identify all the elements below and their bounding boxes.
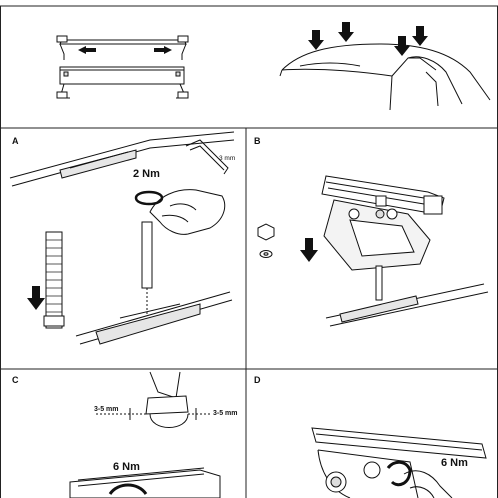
panel-d-illustration (311, 427, 487, 498)
panel-d-torque-label: 6 Nm (441, 457, 468, 469)
panel-b-down-arrow (300, 238, 318, 262)
panel-c-illustration (69, 371, 221, 498)
panel-d-letter: D (254, 375, 261, 385)
gap-right-label: 3-5 mm (213, 410, 238, 417)
hex-key-size-label: 3 mm (219, 155, 236, 162)
gap-left-label: 3-5 mm (94, 406, 119, 413)
car-roof-illustration (279, 43, 491, 111)
panel-c-letter: C (12, 375, 19, 385)
panel-a-illustration (9, 131, 235, 345)
slide-arrows (78, 46, 172, 54)
panel-a-down-arrow (27, 286, 45, 310)
panel-a-letter: A (12, 136, 19, 146)
bar-adjust-illustration (56, 35, 189, 99)
panel-b-letter: B (254, 136, 261, 146)
panel-b-illustration (257, 175, 489, 327)
mount-arrows (308, 22, 428, 56)
panel-c-torque-label: 6 Nm (113, 461, 140, 473)
panel-a-torque-label: 2 Nm (133, 168, 160, 180)
